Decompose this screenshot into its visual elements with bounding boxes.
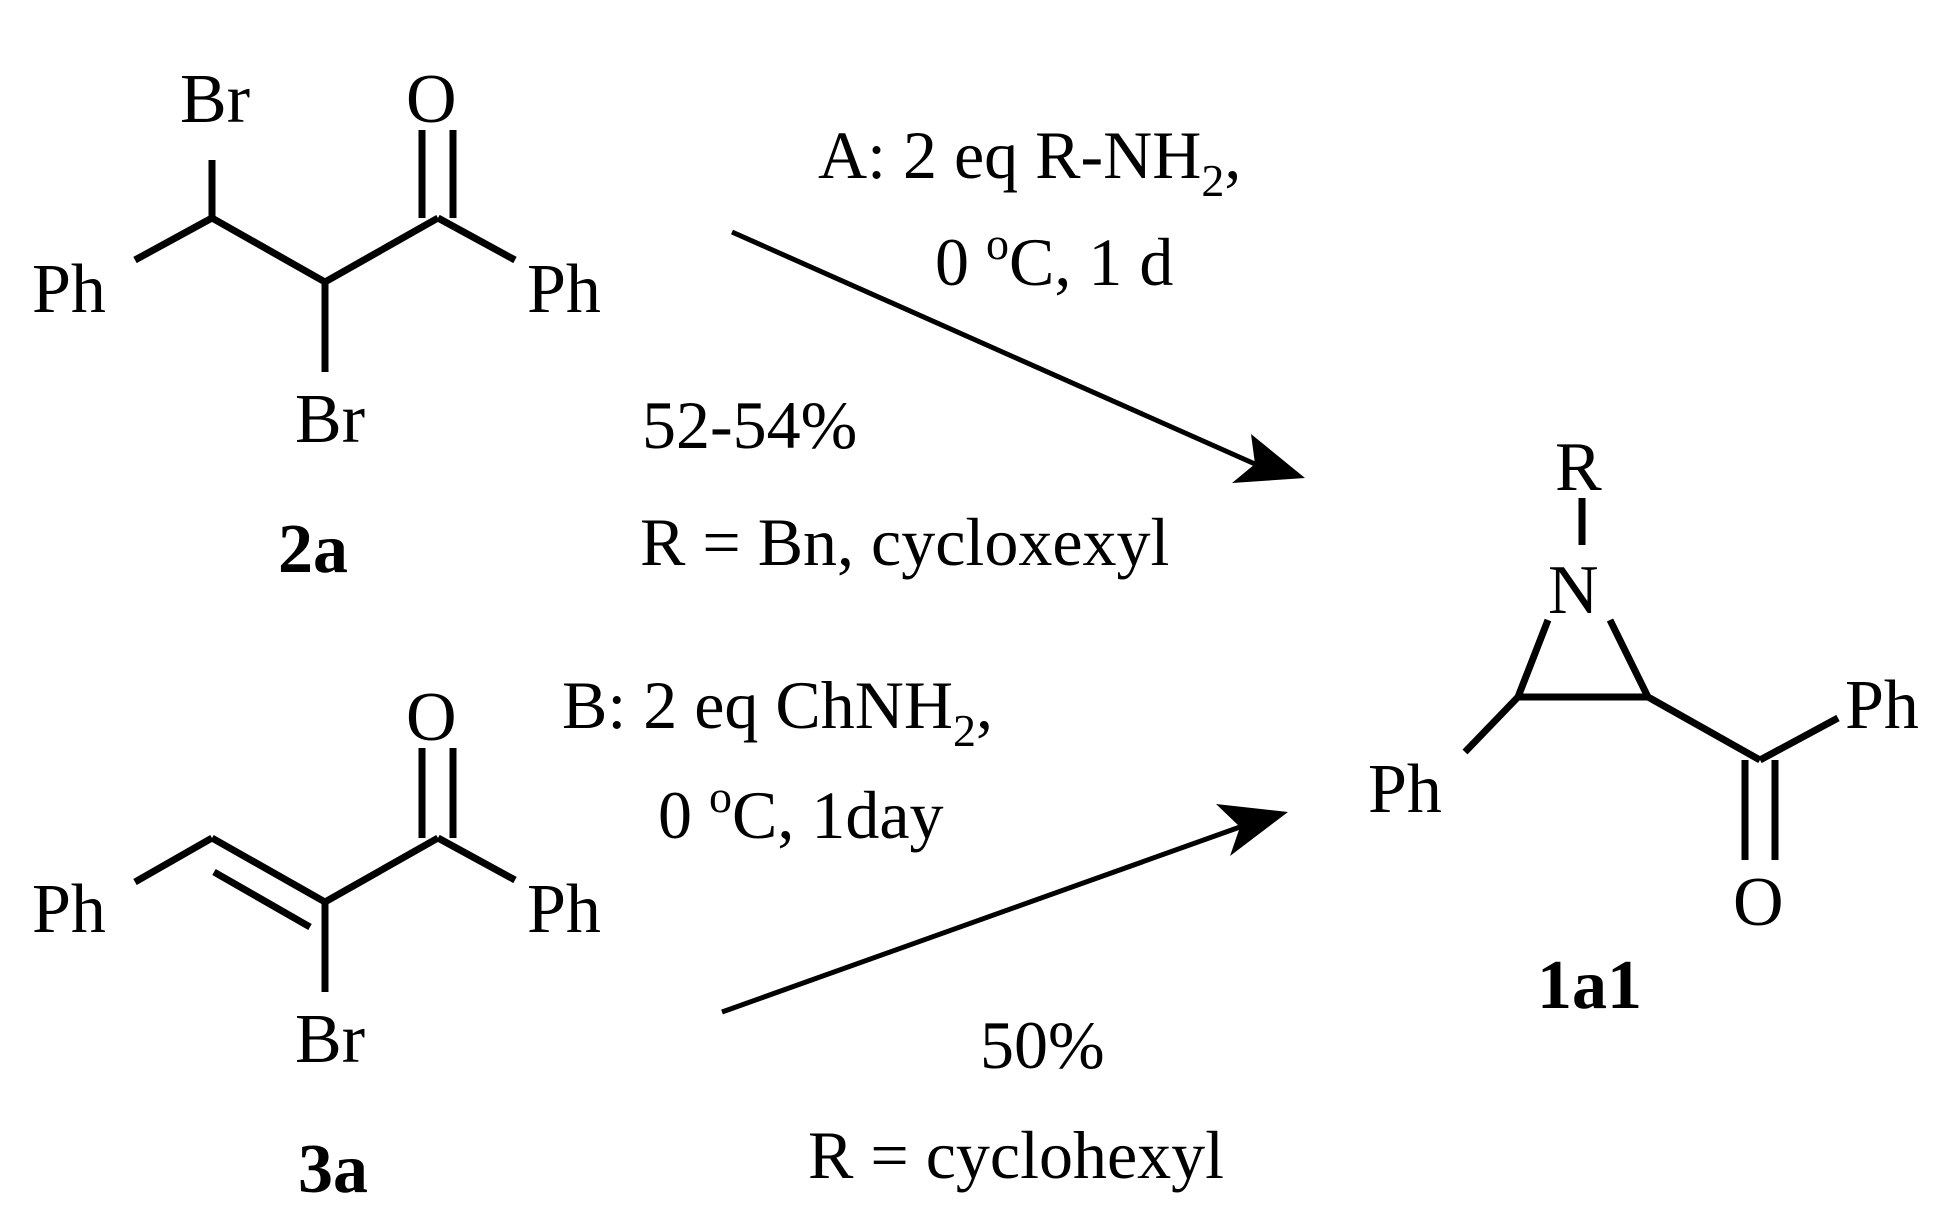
atom-label: Br [180,61,250,138]
yield-a: 52-54% [642,387,857,463]
bond [1606,618,1652,699]
atom-label: O [406,61,457,138]
molecule-1a1: R N Ph Ph O 1a1 [1368,429,1919,1024]
bond [436,834,517,884]
reaction-arrow-a [730,229,1257,467]
compound-label-3a: 3a [298,1131,368,1208]
bond [1514,618,1552,699]
atom-label: O [406,679,457,756]
atom-label: R [1555,429,1602,506]
atom-label: O [1733,864,1784,941]
atom-label: Br [295,1001,365,1078]
atom-label: Ph [1845,667,1919,744]
reaction-arrow-b [721,824,1241,1015]
bond [210,834,327,906]
bond [436,214,517,264]
bond [323,834,440,906]
compound-label-1a1: 1a1 [1537,947,1642,1024]
atom-label: Ph [32,251,106,328]
atom-label: Ph [527,871,601,948]
bond [133,834,214,886]
compound-label-2a: 2a [278,511,348,588]
molecule-2a: Br O Ph Ph Br 2a [32,61,601,588]
r-group-b: R = cyclohexyl [808,1117,1224,1193]
arrowhead-b [1216,804,1288,856]
atom-label: Ph [32,871,106,948]
route-a: A: 2 eq R-NH2, 0 oC, 1 d 52-54% R = Bn, … [640,117,1305,580]
yield-b: 50% [980,1007,1105,1083]
bond [1646,693,1762,764]
atom-label: Ph [527,251,601,328]
conditions-b-line1: B: 2 eq ChNH2, [562,667,993,756]
atom-label: N [1548,552,1599,629]
atom-label: Br [295,381,365,458]
bond [210,214,327,286]
r-group-a: R = Bn, cycloxexyl [640,504,1169,580]
molecule-3a: O Ph Ph Br 3a [32,679,601,1208]
bond [1758,714,1840,764]
bond [133,214,214,264]
bond [323,214,440,286]
arrowhead-a [1232,434,1305,483]
conditions-b-line2: 0 oC, 1day [658,771,944,853]
conditions-a-line2: 0 oC, 1 d [935,218,1173,300]
atom-label: Ph [1368,751,1442,828]
route-b: B: 2 eq ChNH2, 0 oC, 1day 50% R = cycloh… [562,667,1288,1193]
conditions-a-line1: A: 2 eq R-NH2, [818,117,1241,206]
bond [1462,694,1521,755]
bond [212,868,312,931]
